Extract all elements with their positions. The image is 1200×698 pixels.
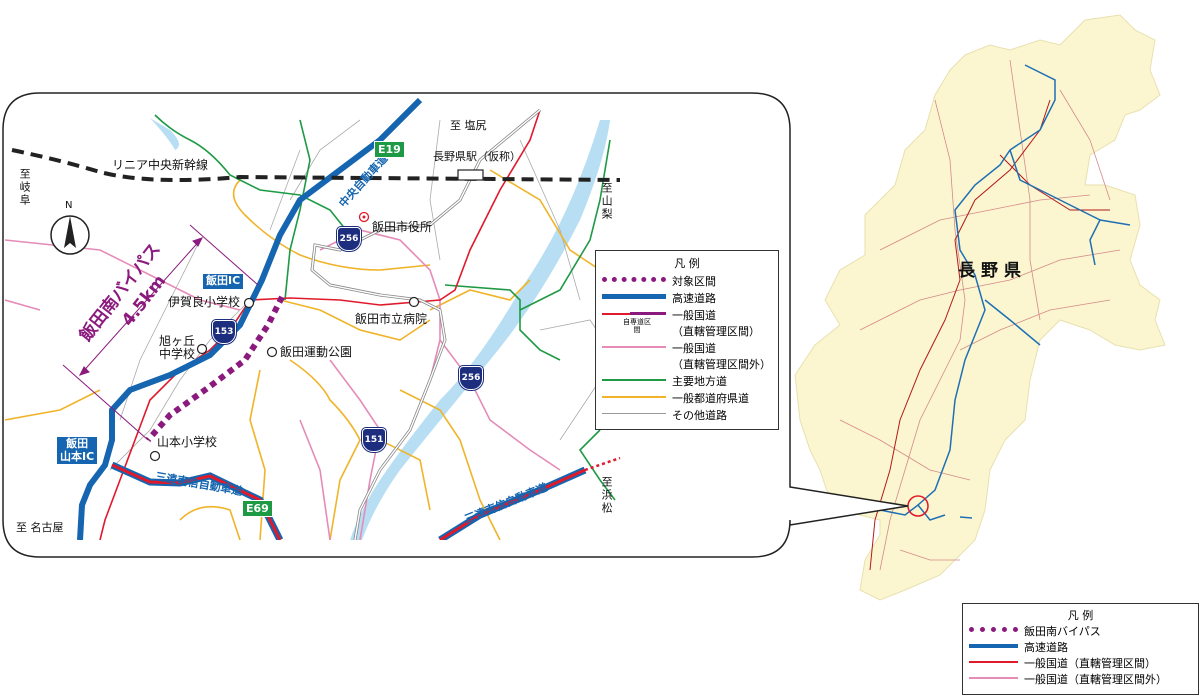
legend-label: 飯田南バイパス — [1024, 625, 1101, 638]
legend-title: 凡 例 — [1067, 609, 1094, 622]
iida-ic-badge: 飯田IC — [203, 274, 244, 289]
school-name-line1: 旭ヶ丘 — [159, 334, 196, 348]
dotted-swatch-icon — [969, 627, 1018, 632]
iida-yamamoto-ic-badge: 飯田 山本IC — [57, 437, 98, 465]
thick-line-swatch-icon — [969, 644, 1018, 648]
overview-legend: 凡 例 飯田南バイパス 高速道路 一般国道（直轄管理区間） 一般国道（直轄管理区… — [962, 603, 1199, 695]
legend-label-sub: （直轄管理区間） — [672, 325, 760, 338]
legend-item-national-other: 一般国道 （直轄管理区間外） — [602, 340, 772, 372]
prefecture-label: 長野県 — [958, 261, 1027, 281]
thick-line-swatch-icon — [602, 294, 666, 299]
legend-item-national-direct: 一般国道（直轄管理区間） — [969, 655, 1192, 671]
yamamoto-school-label: 山本小学校 — [157, 435, 218, 449]
station-label: 長野県駅（仮称） — [433, 150, 521, 163]
legend-item-expressway: 高速道路 — [602, 290, 772, 306]
route-256-shield: 256 — [337, 227, 361, 251]
legend-item-main-local: 主要地方道 — [602, 373, 772, 389]
to-nagoya-label: 至 名古屋 — [16, 521, 64, 534]
legend-label: 高速道路 — [672, 292, 716, 305]
legend-label: 一般国道 — [672, 309, 716, 322]
to-gifu-label: 至岐阜 — [18, 168, 32, 207]
sports-park-label: 飯田運動公園 — [280, 345, 353, 359]
school-name-line2: 中学校 — [159, 347, 196, 362]
legend-label: その他道路 — [672, 409, 727, 422]
legend-label-sub: （直轄管理区間外） — [672, 358, 771, 371]
legend-title: 凡 例 — [674, 257, 700, 270]
ic-name-line2: 山本IC — [60, 449, 95, 463]
nagano-prefecture-map — [794, 14, 1166, 601]
legend-item-national-other: 一般国道（直轄管理区間外） — [969, 671, 1192, 687]
red-line-swatch-icon — [969, 661, 1018, 663]
route-151-shield: 151 — [362, 428, 386, 452]
legend-label: 一般都道府県道 — [672, 392, 749, 405]
gray-line-swatch-icon — [602, 413, 666, 414]
compass-north-label: N — [65, 200, 73, 211]
legend-label: 一般国道 — [672, 342, 716, 355]
detail-legend: 凡 例 対象区間 高速道路 自専道区間 一般国道 （直轄管理区間） 一般国道 （直轄… — [595, 250, 779, 430]
e69-badge: E69 — [242, 500, 273, 517]
legend-item-prefectural: 一般都道府県道 — [602, 390, 772, 406]
hospital-label: 飯田市立病院 — [355, 312, 428, 326]
pink-line-swatch-icon — [969, 677, 1018, 679]
expressway-section-swatch-icon — [630, 312, 666, 315]
to-yamanashi-label: 至山梨 — [600, 182, 614, 221]
legend-item-other: その他道路 — [602, 407, 772, 423]
legend-label: 対象区間 — [672, 275, 716, 288]
asahigaoka-school-label: 旭ヶ丘 中学校 — [159, 334, 196, 362]
linear-shinkansen-line — [11, 148, 621, 183]
detail-map — [5, 97, 621, 540]
callout-frame — [2, 92, 909, 558]
legend-item-target: 対象区間 — [602, 273, 772, 289]
dotted-swatch-icon — [602, 277, 666, 282]
to-hamamatsu-label: 至浜松 — [600, 476, 614, 515]
bypass-line — [145, 295, 285, 442]
legend-label: 主要地方道 — [672, 375, 727, 388]
legend-label: 一般国道（直轄管理区間） — [1024, 657, 1156, 670]
legend-label: 一般国道（直轄管理区間外） — [1024, 673, 1167, 686]
green-line-swatch-icon — [602, 379, 666, 381]
route-153-shield: 153 — [212, 320, 236, 344]
legend-label: 高速道路 — [1024, 641, 1068, 654]
legend-item-expressway: 高速道路 — [969, 639, 1192, 655]
chuo-expressway-line — [77, 97, 423, 540]
legend-note: 自専道区間 — [623, 318, 651, 335]
igara-school-label: 伊賀良小学校 — [168, 295, 241, 309]
legend-item-bypass: 飯田南バイパス — [969, 623, 1192, 639]
linear-shinkansen-label: リニア中央新幹線 — [112, 158, 209, 172]
to-shiojiri-label: 至 塩尻 — [450, 119, 487, 132]
route-256-shield: 256 — [459, 366, 483, 390]
city-hall-label: 飯田市役所 — [372, 220, 433, 234]
north-arrow-icon — [50, 215, 90, 255]
station-icon — [457, 169, 484, 181]
bypass-length-indicator — [62, 224, 259, 441]
pink-line-swatch-icon — [602, 346, 666, 348]
yellow-line-swatch-icon — [602, 396, 666, 398]
e19-badge: E19 — [374, 141, 405, 158]
legend-item-national-direct: 自専道区間 一般国道 （直轄管理区間） — [602, 307, 772, 339]
ic-name-line1: 飯田 — [66, 437, 89, 450]
